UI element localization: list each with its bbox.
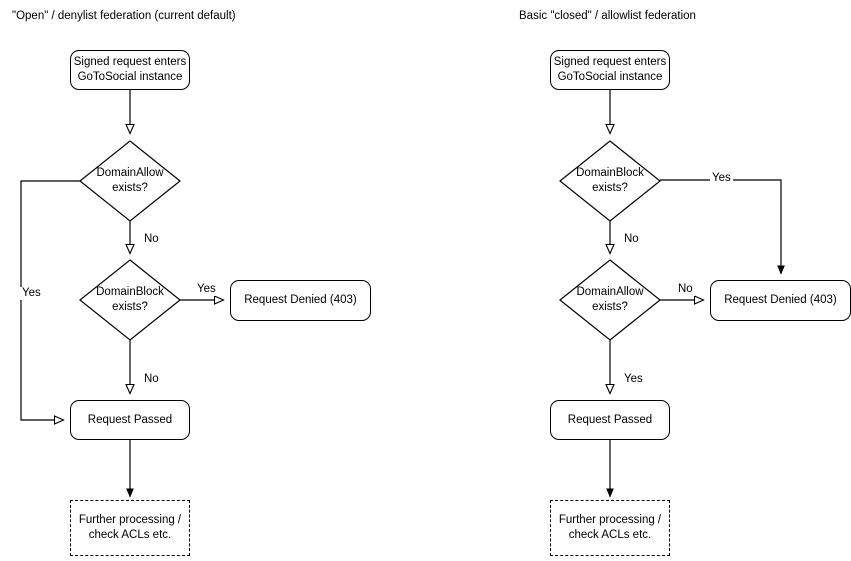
node-request-denied-left: Request Denied (403) bbox=[230, 280, 371, 321]
decision-domainblock-left: DomainBlock exists? bbox=[79, 259, 181, 341]
edge-label-left-d2-no: No bbox=[142, 373, 161, 386]
decision-domainallow-left: DomainAllow exists? bbox=[79, 140, 181, 222]
diamond-shape-icon bbox=[79, 259, 181, 341]
node-request-passed-left: Request Passed bbox=[70, 400, 190, 440]
edge-label-right-d2-no: No bbox=[676, 283, 695, 296]
node-label: Request Passed bbox=[87, 413, 173, 426]
node-signed-request-right: Signed request enters GoToSocial instanc… bbox=[550, 50, 670, 90]
decision-domainblock-right: DomainBlock exists? bbox=[559, 140, 661, 222]
node-further-processing-left: Further processing / check ACLs etc. bbox=[70, 500, 190, 556]
node-signed-request-left: Signed request enters GoToSocial instanc… bbox=[70, 50, 190, 90]
diamond-shape-icon bbox=[79, 140, 181, 222]
node-request-denied-right: Request Denied (403) bbox=[710, 280, 851, 321]
edge-right-d1-yes bbox=[660, 179, 785, 275]
edge-label-left-d1-yes: Yes bbox=[20, 287, 43, 300]
decision-domainallow-right: DomainAllow exists? bbox=[559, 259, 661, 341]
diagram-title-right: Basic "closed" / allowlist federation bbox=[519, 10, 696, 22]
edge-label-left-d1-no: No bbox=[142, 233, 161, 246]
node-label: Further processing / check ACLs etc. bbox=[558, 514, 662, 541]
edge-label-right-d1-yes: Yes bbox=[710, 172, 733, 185]
edge-label-right-d2-yes: Yes bbox=[622, 373, 645, 386]
node-request-passed-right: Request Passed bbox=[550, 400, 670, 440]
node-label: Request Denied (403) bbox=[724, 294, 837, 306]
diamond-shape-icon bbox=[559, 259, 661, 341]
edge-label-right-d1-no: No bbox=[622, 233, 641, 246]
diagram-title-left: "Open" / denylist federation (current de… bbox=[12, 10, 236, 22]
node-label: Signed request enters GoToSocial instanc… bbox=[553, 56, 667, 83]
node-label: Request Denied (403) bbox=[244, 294, 357, 306]
node-label: Further processing / check ACLs etc. bbox=[78, 514, 182, 541]
node-label: Request Passed bbox=[567, 413, 653, 426]
diamond-shape-icon bbox=[559, 140, 661, 222]
edge-label-left-d2-yes: Yes bbox=[195, 283, 218, 296]
node-further-processing-right: Further processing / check ACLs etc. bbox=[550, 500, 670, 556]
node-label: Signed request enters GoToSocial instanc… bbox=[73, 56, 187, 83]
edge-left-d1-yes bbox=[20, 180, 80, 425]
